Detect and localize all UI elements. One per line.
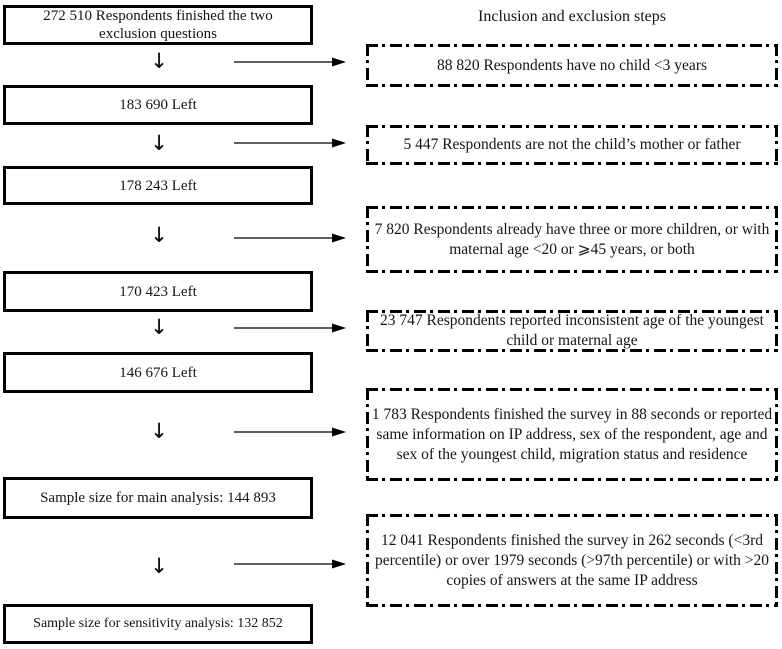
diagram-title: Inclusion and exclusion steps — [478, 8, 666, 25]
right-arrow-icon — [234, 323, 346, 333]
flow-step-box: 170 423 Left — [3, 271, 313, 312]
flow-step-box: 272 510 Respondents finished the two exc… — [3, 5, 313, 45]
flow-step-label: 178 243 Left — [119, 177, 197, 194]
down-arrow-icon: ↓ — [150, 554, 168, 578]
flow-step-box: Sample size for sensitivity analysis: 13… — [3, 604, 313, 644]
flow-step-box: 183 690 Left — [3, 85, 313, 125]
down-arrow-icon: ↓ — [150, 49, 168, 73]
exclusion-label: 88 820 Respondents have no child <3 year… — [436, 56, 708, 74]
exclusion-label: 1 783 Respondents finished the survey in… — [371, 405, 773, 463]
flow-step-box: 146 676 Left — [3, 352, 313, 393]
exclusion-label: 12 041 Respondents finished the survey i… — [374, 531, 770, 589]
exclusion-box: 5 447 Respondents are not the child’s mo… — [366, 125, 778, 165]
right-arrow-icon — [234, 57, 346, 67]
down-arrow-icon: ↓ — [150, 419, 168, 443]
exclusion-box: 7 820 Respondents already have three or … — [366, 206, 778, 273]
flow-step-label: 170 423 Left — [119, 283, 197, 300]
exclusion-box: 1 783 Respondents finished the survey in… — [366, 388, 778, 481]
flow-step-label: Sample size for sensitivity analysis: 13… — [33, 616, 283, 631]
down-arrow-icon: ↓ — [150, 223, 168, 247]
flow-step-box: 178 243 Left — [3, 166, 313, 205]
right-arrow-icon — [234, 233, 346, 243]
flow-step-label: Sample size for main analysis: 144 893 — [40, 490, 276, 506]
right-arrow-icon — [234, 427, 346, 437]
exclusion-box: 88 820 Respondents have no child <3 year… — [366, 44, 778, 87]
exclusion-label: 7 820 Respondents already have three or … — [374, 220, 770, 258]
flow-step-label: 146 676 Left — [119, 364, 197, 381]
exclusion-box: 23 747 Respondents reported inconsistent… — [366, 310, 778, 352]
exclusion-label: 23 747 Respondents reported inconsistent… — [380, 312, 764, 349]
flow-step-label: 183 690 Left — [119, 97, 197, 113]
exclusion-box: 12 041 Respondents finished the survey i… — [366, 514, 778, 607]
right-arrow-icon — [234, 559, 346, 569]
exclusion-label: 5 447 Respondents are not the child’s mo… — [403, 136, 741, 153]
right-arrow-icon — [234, 138, 346, 148]
flow-step-label: 272 510 Respondents finished the two exc… — [43, 8, 273, 42]
flow-step-box: Sample size for main analysis: 144 893 — [3, 477, 313, 519]
down-arrow-icon: ↓ — [150, 315, 168, 339]
down-arrow-icon: ↓ — [150, 131, 168, 155]
